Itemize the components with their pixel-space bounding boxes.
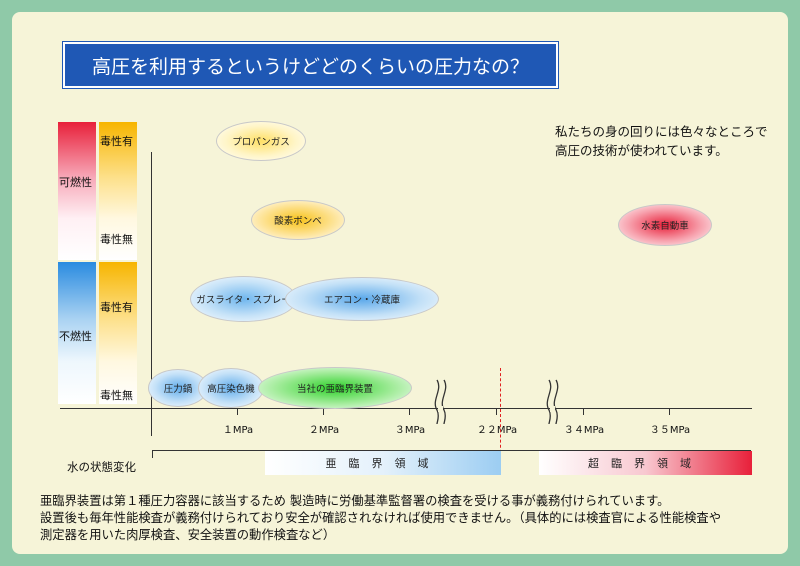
axis-break-2: [546, 379, 559, 425]
item-gas-lighter-spray: ガスライタ・スプレー: [190, 276, 297, 322]
critical-point-line: [500, 368, 501, 458]
tick-3mpa: [409, 408, 410, 415]
footer-line-3: 測定器を用いた肉厚検査、安全装置の動作検査など）: [40, 528, 336, 542]
subcritical-region-bar: 亜臨界領域: [265, 451, 501, 475]
nonflammable-label: 不燃性: [59, 330, 92, 343]
tick-label-22mpa: ２２MPa: [476, 425, 518, 436]
water-state-label: 水の状態変化: [67, 460, 136, 474]
nontoxic-label-1: 毒性無: [100, 233, 133, 246]
axis-break-1: [434, 379, 447, 425]
tick-label-1mpa: １MPa: [222, 425, 254, 436]
item-aircon-fridge: エアコン・冷蔵庫: [285, 277, 439, 321]
pressure-axis: [60, 408, 752, 409]
water-state-tick-start: [152, 450, 153, 458]
nonflammable-bar: [58, 262, 96, 404]
tick-35mpa: [669, 408, 670, 415]
vertical-axis: [151, 152, 152, 436]
intro-note-line-1: 私たちの身の回りには色々なところで: [555, 124, 768, 139]
flammable-label: 可燃性: [59, 176, 92, 189]
tick-label-2mpa: ２MPa: [308, 425, 340, 436]
page-title: 高圧を利用するというけどどのくらいの圧力なの？: [63, 42, 558, 88]
footer-note: 亜臨界装置は第１種圧力容器に該当するため 製造時に労働基準監督署の検査を受ける事…: [40, 493, 721, 544]
flammable-bar: [58, 122, 96, 260]
footer-line-1: 亜臨界装置は第１種圧力容器に該当するため 製造時に労働基準監督署の検査を受ける事…: [40, 494, 670, 508]
tick-label-35mpa: ３５MPa: [649, 425, 691, 436]
tick-label-34mpa: ３４MPa: [563, 425, 605, 436]
supercritical-region-bar: 超臨界領域: [539, 451, 752, 475]
toxic-label-2: 毒性有: [100, 301, 133, 314]
toxic-bar-flammable: [99, 122, 137, 260]
item-propane: プロパンガス: [216, 121, 306, 161]
footer-line-2: 設置後も毎年性能検査が義務付けられており安全が確認されなければ使用できません。（…: [40, 511, 722, 525]
tick-34mpa: [583, 408, 584, 415]
item-hydrogen-car: 水素自動車: [618, 204, 712, 246]
intro-note-line-2: 高圧の技術が使われています。: [555, 143, 728, 158]
item-dyeing-machine: 高圧染色機: [198, 368, 264, 408]
tick-1mpa: [237, 408, 238, 415]
water-state-axis: [152, 450, 750, 451]
intro-note: 私たちの身の回りには色々なところで 高圧の技術が使われています。: [555, 122, 768, 160]
toxic-label-1: 毒性有: [100, 135, 133, 148]
item-subcritical-device: 当社の亜臨界装置: [258, 367, 412, 409]
nontoxic-label-2: 毒性無: [100, 389, 133, 402]
item-oxygen-cylinder: 酸素ボンベ: [251, 200, 345, 240]
tick-22mpa: [496, 408, 497, 415]
toxic-bar-nonflammable: [99, 262, 137, 404]
tick-label-3mpa: ３MPa: [394, 425, 426, 436]
tick-2mpa: [323, 408, 324, 415]
